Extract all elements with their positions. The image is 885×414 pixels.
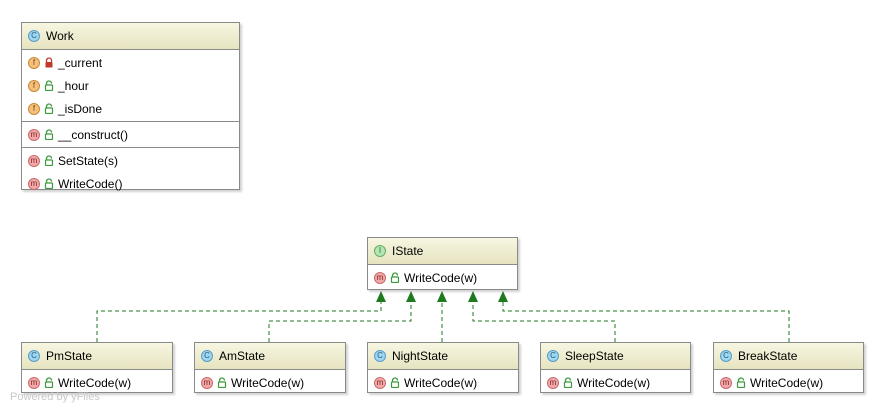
- method-name: __construct(): [58, 127, 129, 142]
- method-icon: m: [720, 376, 732, 389]
- link-breakstate-istate: [502, 292, 790, 342]
- class-breakstate[interactable]: C BreakState m WriteCode(w): [713, 342, 864, 393]
- method-icon: m: [28, 128, 40, 141]
- class-amstate-title: AmState: [219, 349, 266, 363]
- method-row[interactable]: m WriteCode(w): [714, 371, 863, 394]
- class-nightstate-methods: m WriteCode(w): [368, 370, 518, 395]
- arrowhead-sleepstate: [468, 291, 478, 302]
- class-sleepstate[interactable]: C SleepState m WriteCode(w): [540, 342, 691, 393]
- field-row[interactable]: f _isDone: [22, 97, 239, 120]
- interface-icon: I: [374, 245, 386, 257]
- class-nightstate-title: NightState: [392, 349, 449, 363]
- method-name: WriteCode(w): [231, 375, 305, 390]
- interface-istate[interactable]: I IState m WriteCode(w): [367, 237, 518, 290]
- public-lock-icon: [563, 377, 573, 388]
- class-amstate-methods: m WriteCode(w): [195, 370, 345, 395]
- class-work[interactable]: C Work f _current f _hour f _isDo: [21, 22, 240, 191]
- method-row[interactable]: m WriteCode(): [22, 172, 239, 195]
- interface-istate-header[interactable]: I IState: [368, 238, 517, 265]
- class-breakstate-methods: m WriteCode(w): [714, 370, 863, 395]
- class-sleepstate-title: SleepState: [565, 349, 624, 363]
- class-icon: C: [547, 350, 559, 362]
- yfiles-watermark: Powered by yFiles: [10, 391, 100, 403]
- method-icon: m: [374, 271, 386, 284]
- public-lock-icon: [390, 272, 400, 283]
- method-name: WriteCode(w): [750, 375, 824, 390]
- public-lock-icon: [217, 377, 227, 388]
- method-name: SetState(s): [58, 153, 119, 168]
- class-work-title: Work: [46, 29, 74, 43]
- link-amstate-istate: [268, 292, 412, 342]
- class-pmstate-title: PmState: [46, 349, 93, 363]
- class-sleepstate-header[interactable]: C SleepState: [541, 343, 690, 370]
- public-lock-icon: [44, 377, 54, 388]
- class-sleepstate-methods: m WriteCode(w): [541, 370, 690, 395]
- public-lock-icon: [44, 155, 54, 166]
- method-icon: m: [28, 376, 40, 389]
- class-breakstate-header[interactable]: C BreakState: [714, 343, 863, 370]
- arrowhead-pmstate: [376, 291, 386, 302]
- link-pmstate-istate: [96, 292, 382, 342]
- class-pmstate[interactable]: C PmState m WriteCode(w): [21, 342, 173, 393]
- arrowhead-amstate: [406, 291, 416, 302]
- class-icon: C: [201, 350, 213, 362]
- class-icon: C: [28, 350, 40, 362]
- method-row[interactable]: m __construct(): [22, 123, 239, 146]
- public-lock-icon: [390, 377, 400, 388]
- class-work-constructors: m __construct(): [22, 122, 239, 148]
- method-row[interactable]: m WriteCode(w): [541, 371, 690, 394]
- class-icon: C: [28, 30, 40, 42]
- method-icon: m: [201, 376, 213, 389]
- method-row[interactable]: m WriteCode(w): [368, 266, 517, 289]
- method-icon: m: [28, 177, 40, 190]
- field-name: _isDone: [58, 101, 103, 116]
- link-sleepstate-istate: [472, 292, 616, 342]
- method-name: WriteCode(w): [577, 375, 651, 390]
- method-name: WriteCode(): [58, 176, 123, 191]
- field-icon: f: [28, 56, 40, 69]
- public-lock-icon: [44, 178, 54, 189]
- interface-istate-title: IState: [392, 244, 424, 258]
- class-nightstate-header[interactable]: C NightState: [368, 343, 518, 370]
- field-row[interactable]: f _hour: [22, 74, 239, 97]
- method-icon: m: [28, 154, 40, 167]
- class-breakstate-title: BreakState: [738, 349, 798, 363]
- class-pmstate-methods: m WriteCode(w): [22, 370, 172, 395]
- method-icon: m: [547, 376, 559, 389]
- arrowhead-breakstate: [498, 291, 508, 302]
- class-amstate-header[interactable]: C AmState: [195, 343, 345, 370]
- arrowhead-nightstate: [437, 291, 447, 302]
- method-row[interactable]: m WriteCode(w): [368, 371, 518, 394]
- public-lock-icon: [44, 80, 54, 91]
- public-lock-icon: [736, 377, 746, 388]
- public-lock-icon: [44, 129, 54, 140]
- field-icon: f: [28, 102, 40, 115]
- class-work-fields: f _current f _hour f _isDone: [22, 50, 239, 122]
- class-nightstate[interactable]: C NightState m WriteCode(w): [367, 342, 519, 393]
- field-name: _hour: [58, 78, 89, 93]
- class-icon: C: [374, 350, 386, 362]
- class-pmstate-header[interactable]: C PmState: [22, 343, 172, 370]
- method-icon: m: [374, 376, 386, 389]
- field-row[interactable]: f _current: [22, 51, 239, 74]
- class-icon: C: [720, 350, 732, 362]
- method-row[interactable]: m WriteCode(w): [195, 371, 345, 394]
- private-lock-icon: [45, 57, 53, 68]
- class-amstate[interactable]: C AmState m WriteCode(w): [194, 342, 346, 393]
- field-name: _current: [58, 55, 103, 70]
- class-work-header[interactable]: C Work: [22, 23, 239, 50]
- field-icon: f: [28, 79, 40, 92]
- method-name: WriteCode(w): [404, 270, 478, 285]
- method-row[interactable]: m WriteCode(w): [22, 371, 172, 394]
- interface-istate-methods: m WriteCode(w): [368, 265, 517, 290]
- class-work-methods: m SetState(s) m WriteCode(): [22, 148, 239, 196]
- public-lock-icon: [44, 103, 54, 114]
- method-name: WriteCode(w): [404, 375, 478, 390]
- method-name: WriteCode(w): [58, 375, 132, 390]
- method-row[interactable]: m SetState(s): [22, 149, 239, 172]
